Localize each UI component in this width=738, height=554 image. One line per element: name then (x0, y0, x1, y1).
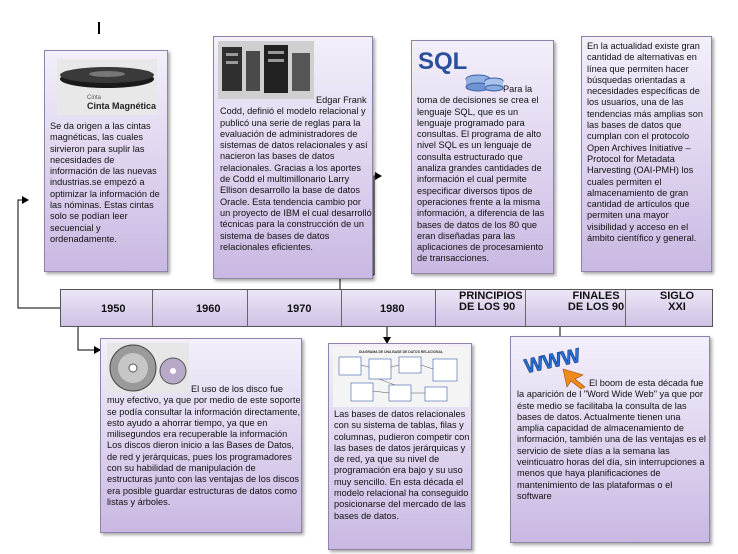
tape-caption: Cinta Magnética (87, 101, 157, 111)
relational-diagram-image: DIAGRAMA DE UNA BASE DE DATOS RELACIONAL (333, 347, 469, 407)
tape-caption-small: Cinta (87, 95, 102, 101)
www-text: El boom de esta década fue la aparición … (517, 378, 706, 501)
codd-text: Edgar Frank Codd, definió el modelo rela… (220, 95, 372, 252)
sql-logo-icon: SQL (418, 48, 504, 92)
relacionales-text: Las bases de datos relacionales con su s… (334, 409, 470, 521)
connector-1960 (77, 327, 101, 354)
box-www: WWW El boom de esta década fue la aparic… (510, 336, 710, 543)
siglo-text: En la actualidad existe gran cantidad de… (587, 41, 703, 244)
www-logo-icon: WWW (522, 344, 586, 389)
connector-1950 (17, 196, 60, 309)
timeline-label-1970: 1970 (287, 303, 312, 315)
timeline-label-siglo-xxi: SIGLO XXI (659, 290, 695, 313)
box-sql: SQL Para la toma de decisiones se crea e… (411, 40, 554, 274)
timeline-label-1980: 1980 (380, 303, 405, 315)
text-cursor (98, 22, 100, 34)
magnetic-tape-image: Cinta Cinta Magnética (57, 59, 157, 115)
cursor-arrow-icon (562, 368, 586, 389)
box-siglo-xxi: En la actualidad existe gran cantidad de… (581, 36, 712, 272)
timeline-bar: 1950 1960 1970 1980 PRINCIPIOS DE LOS 90… (60, 289, 713, 327)
sql-logo-text: SQL (418, 48, 467, 75)
ibm-computer-photo (218, 41, 314, 99)
timeline-label-1960: 1960 (196, 303, 221, 315)
disk-image (107, 343, 189, 393)
box-discos: El uso de los disco fue muy efectivo, ya… (100, 338, 302, 533)
cintas-text: Se da origen a las cintas magnéticas, la… (50, 121, 160, 244)
timeline-label-finales-90: FINALES DE LOS 90 (567, 290, 625, 313)
diagram-title: DIAGRAMA DE UNA BASE DE DATOS RELACIONAL (359, 350, 443, 354)
sql-text: Para la toma de decisiones se crea el le… (417, 84, 545, 264)
box-cintas-magneticas: Cinta Cinta Magnética Se da origen a las… (44, 50, 168, 272)
discos-text: El uso de los disco fue muy efectivo, ya… (107, 384, 301, 507)
timeline-label-1950: 1950 (101, 303, 126, 315)
box-codd: Edgar Frank Codd, definió el modelo rela… (213, 36, 373, 279)
timeline-label-principios-90: PRINCIPIOS DE LOS 90 (459, 290, 523, 313)
box-bases-relacionales: DIAGRAMA DE UNA BASE DE DATOS RELACIONAL… (328, 343, 472, 550)
